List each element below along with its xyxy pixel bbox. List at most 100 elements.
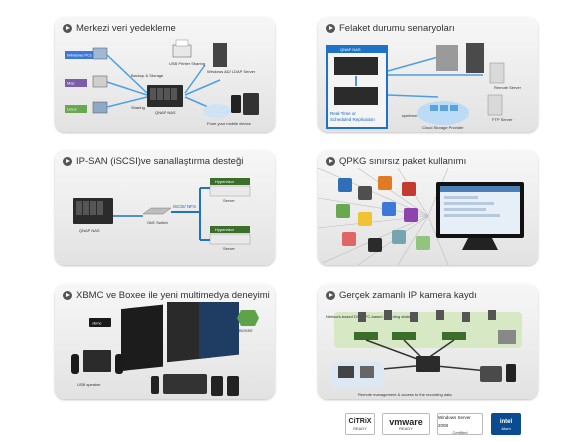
connection-lines <box>106 54 148 108</box>
camera-icon <box>384 310 392 320</box>
label-windows-pcs: Windows PCs <box>67 53 92 58</box>
server-tower-icon <box>213 43 227 67</box>
hypervisor-bar-top <box>210 178 250 185</box>
switch-box <box>392 332 416 340</box>
speaker-icon <box>71 354 79 374</box>
certification-logos: CiTRiX READY vmware READY Windows Server… <box>345 413 545 439</box>
switch-box <box>442 332 466 340</box>
boxee-logo <box>237 310 259 326</box>
server-bottom-icon <box>209 233 251 245</box>
server-rack-icon <box>436 45 458 71</box>
label-scheduled-replication: Scheduled Replication <box>330 117 375 122</box>
tablet-icon <box>163 374 207 394</box>
app-icon <box>378 176 392 190</box>
ip-san-diagram: QNAP NAS GbE Switch iSCSI/ NFS Hyperviso… <box>55 168 275 265</box>
label-qnap-nas: QNAP NAS <box>155 110 176 115</box>
label-remote-server: Remote Server <box>494 85 522 90</box>
panel-ip-san: IP-SAN (iSCSI)ve sanallaştırma desteği Q… <box>55 150 275 265</box>
remote-server-icon <box>489 62 505 84</box>
disaster-diagram: QNAP NAS Real-Time or Scheduled Replicat… <box>318 35 538 132</box>
panel-multimedia: XBMC ve Boxee ile yeni multimedya deneyi… <box>55 284 275 399</box>
qnap-nas-icon <box>416 356 440 372</box>
camera-icon <box>488 310 496 320</box>
play-bullet-icon <box>326 24 335 33</box>
server-top-icon <box>209 185 251 197</box>
nas-top-icon <box>334 57 378 75</box>
camera-icon <box>436 310 444 320</box>
panel-qpkg: QPKG sınırsız paket kullanımı <box>318 150 538 265</box>
panel-disaster-recovery: Felaket durumu senaryoları QNAP NAS Real… <box>318 17 538 132</box>
panel-title: XBMC ve Boxee ile yeni multimedya deneyi… <box>76 290 270 301</box>
phone-icon <box>231 95 241 113</box>
backup-diagram: Windows PCs Mac Linux USB Printer Sharin… <box>55 35 275 132</box>
monitor-stand <box>462 238 498 250</box>
label-qnap-nas: QNAP NAS <box>79 228 100 233</box>
remote-icon <box>151 376 159 394</box>
play-bullet-icon <box>63 291 72 300</box>
label-gbe-switch: GbE Switch <box>147 220 168 225</box>
label-realtime: Real-Time or <box>330 111 356 116</box>
label-ad-ldap: Windows AD/ LDAP Server <box>207 69 256 74</box>
app-icon <box>404 208 418 222</box>
label-hypervisor-top: Hypervisor <box>215 179 235 184</box>
label-ftp-server: FTP Server <box>492 117 513 122</box>
panel-title: Gerçek zamanlı IP kamera kaydı <box>339 290 477 301</box>
ftp-server-icon <box>487 94 503 116</box>
imac-icon <box>92 75 108 88</box>
label-hypervisor-bottom: Hypervisor <box>215 227 235 232</box>
cloud-icon <box>417 101 469 125</box>
label-network-dvr: Network-based DVR, PC-based recording st… <box>326 314 413 319</box>
camera-icon <box>462 312 470 322</box>
panel-ip-camera: Gerçek zamanlı IP kamera kaydı Network-b… <box>318 284 538 399</box>
label-usb-printer: USB Printer Sharing <box>169 61 205 66</box>
citrix-ready-logo: CiTRiX READY <box>345 413 375 435</box>
phone-icon <box>506 364 516 382</box>
multimedia-diagram: xbmc BOXEE USB speaker <box>55 302 275 399</box>
cloud-icon <box>203 104 231 118</box>
nas-bottom-icon <box>334 87 378 105</box>
linux-pc-icon <box>92 101 108 114</box>
play-bullet-icon <box>326 157 335 166</box>
xbmc-logo <box>89 318 111 327</box>
phone-icon <box>227 376 239 396</box>
app-icon <box>358 212 372 226</box>
phone-icon <box>211 376 223 396</box>
vmware-ready-logo: vmware READY <box>382 413 430 435</box>
qpkg-diagram <box>318 168 538 265</box>
intel-atom-logo: intel Atom <box>491 413 521 435</box>
play-bullet-icon <box>63 157 72 166</box>
camera-icon <box>410 312 418 322</box>
linux-tag <box>65 105 87 113</box>
panel-title: QPKG sınırsız paket kullanımı <box>339 156 467 167</box>
label-iscsi-nfs: iSCSI/ NFS <box>173 204 196 209</box>
label-mac: Mac <box>67 81 75 86</box>
play-bullet-icon <box>326 291 335 300</box>
label-boxee: BOXEE <box>239 328 253 333</box>
app-icon <box>402 182 416 196</box>
label-qnap-nas: QNAP NAS <box>340 47 361 52</box>
app-icon <box>342 232 356 246</box>
app-icon <box>368 238 382 252</box>
windows-pc-tag <box>65 51 93 59</box>
label-usb-speaker: USB speaker <box>77 382 101 387</box>
tv-screen-1 <box>121 304 163 372</box>
label-mobile-device: From your mobile device <box>207 121 252 126</box>
panel-title: IP-SAN (iSCSI)ve sanallaştırma desteği <box>76 156 244 167</box>
tv-screen-3 <box>199 302 239 359</box>
mac-tag <box>65 79 87 87</box>
label-backup-storage: Backup & Storage <box>131 73 164 78</box>
app-icon <box>416 236 430 250</box>
app-icon <box>382 202 396 216</box>
app-icon <box>336 204 350 218</box>
app-icon <box>392 230 406 244</box>
monitor-icon <box>480 366 502 382</box>
panel-title: Felaket durumu senaryoları <box>339 23 455 34</box>
pc-icon <box>360 366 374 378</box>
label-symform: symform <box>402 113 418 118</box>
qnap-nas-icon <box>83 350 111 372</box>
ip-camera-diagram: Network-based DVR, PC-based recording st… <box>318 302 538 399</box>
panel-title: Merkezi veri yedekleme <box>76 23 176 34</box>
replication-lines <box>387 56 483 98</box>
monitor-icon <box>92 47 108 60</box>
label-remote-management: Remote management & access to the record… <box>358 392 452 397</box>
